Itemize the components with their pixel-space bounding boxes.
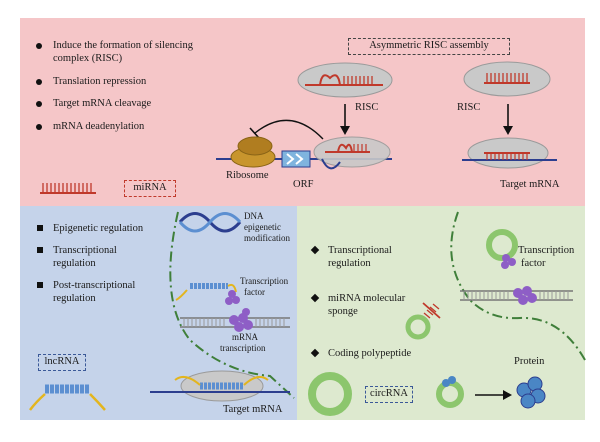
- target-mrna-label-mirna: Target mRNA: [500, 179, 560, 190]
- mirna-function-2: Translation repression: [35, 76, 147, 87]
- circrna-tf-label-2: factor: [521, 258, 546, 269]
- circrna-tag: circRNA: [365, 386, 413, 403]
- mirna-icon: [40, 183, 96, 194]
- risc-complex-left: [297, 62, 393, 98]
- mirna-function-4: mRNA deadenylation: [35, 121, 145, 132]
- orf-label: ORF: [293, 179, 314, 190]
- dna-label-1: DNA: [244, 211, 264, 221]
- dna-helix-icon: [178, 212, 242, 233]
- risc-target-mrna: [462, 137, 557, 169]
- inhibition-bar: [249, 127, 260, 139]
- lncrna-function-1: Epigenetic regulation: [36, 223, 144, 234]
- circrna-function-1-cont: regulation: [328, 258, 371, 269]
- circrna-function-2: miRNA molecular: [328, 293, 406, 304]
- inhibition-arc: [254, 119, 324, 140]
- circrna-ring-icon: [308, 372, 352, 416]
- down-arrow-right: [503, 104, 513, 135]
- lncrna-tf-label-1: Transcription: [240, 276, 289, 286]
- lncrna-tag: lncRNA: [38, 354, 86, 371]
- circrna-dashdot-boundary: [450, 211, 586, 361]
- lncrna-function-2-cont: regulation: [53, 258, 96, 269]
- asymmetric-risc-label: Asymmetric RISC assembly: [348, 38, 510, 55]
- circrna-function-3: Coding polypeptide: [328, 348, 412, 359]
- risc-label-left: RISC: [355, 102, 379, 113]
- protein-icon: [516, 376, 546, 409]
- ribosome-icon: [230, 136, 276, 168]
- risc-label-right: RISC: [457, 102, 481, 113]
- lncrna-tf-complex: [175, 283, 240, 305]
- lncrna-tf-label-2: factor: [244, 287, 265, 297]
- ribosome-label: Ribosome: [226, 170, 269, 181]
- circrna-tf-ring: [486, 229, 518, 269]
- mirna-function-1-cont: complex (RISC): [53, 53, 123, 64]
- mirna-function-3: Target mRNA cleavage: [35, 98, 152, 109]
- mrna-transcription-label-2: transcription: [220, 343, 266, 353]
- lncrna-target-mrna-complex: [150, 370, 290, 402]
- lncrna-dna-ladder: [180, 308, 290, 332]
- circrna-sponge-icon: [405, 302, 441, 340]
- orf-icon: [281, 150, 311, 168]
- mirna-panel-bg: [20, 18, 585, 206]
- down-arrow-left: [340, 104, 350, 135]
- circrna-tf-label-1: Transcription: [518, 245, 575, 256]
- mirna-tag: miRNA: [124, 180, 176, 197]
- lncrna-function-3-cont: regulation: [53, 293, 96, 304]
- mrna-transcription-label-1: mRNA: [232, 332, 259, 342]
- protein-label: Protein: [514, 356, 545, 367]
- circrna-translating-icon: [436, 376, 464, 408]
- right-arrow: [475, 390, 512, 400]
- circrna-function-1: Transcriptional: [328, 245, 392, 256]
- lncrna-function-2: Transcriptional: [37, 245, 117, 256]
- dna-label-3: modification: [244, 233, 290, 243]
- dna-label-2: epigenetic: [244, 222, 281, 232]
- risc-on-mrna: [313, 136, 391, 170]
- risc-complex-right: [463, 61, 551, 97]
- lncrna-dashdot-boundary: [169, 211, 295, 399]
- circrna-dna-ladder: [460, 286, 573, 305]
- lncrna-function-3: Post-transcriptional: [36, 280, 136, 291]
- circrna-function-2-cont: sponge: [328, 306, 358, 317]
- mirna-function-1: Induce the formation of silencing: [36, 40, 193, 51]
- lncrna-icon: [29, 384, 106, 411]
- target-mrna-label-lncrna: Target mRNA: [223, 404, 283, 415]
